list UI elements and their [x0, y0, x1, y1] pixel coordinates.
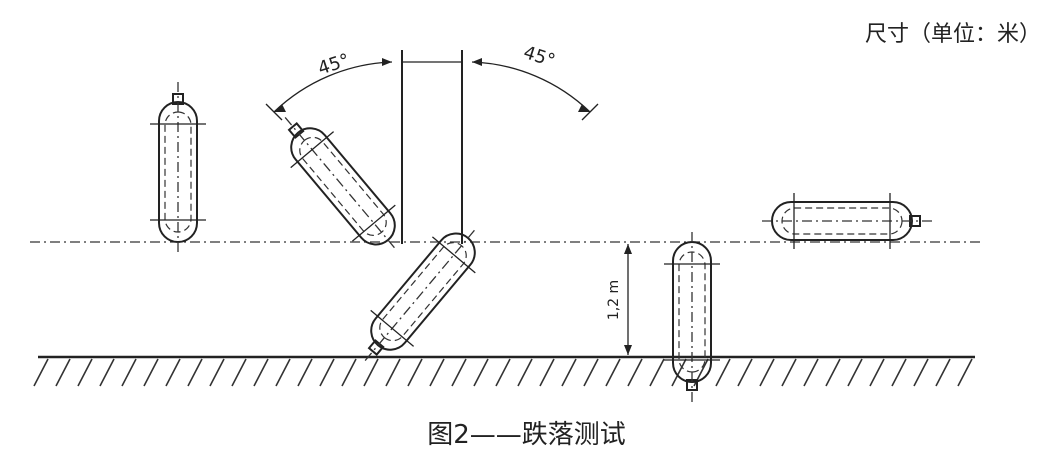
drop-height-dimension — [624, 244, 632, 355]
angle-label-right: 45° — [521, 42, 558, 72]
hatch-stroke — [913, 358, 929, 387]
hatch-stroke — [539, 358, 555, 387]
hatch-stroke — [803, 358, 819, 387]
hatch-stroke — [781, 358, 797, 387]
hatch-stroke — [165, 358, 181, 387]
hatch-stroke — [517, 358, 533, 387]
hatch-stroke — [825, 358, 841, 387]
hatch-stroke — [121, 358, 137, 387]
hatch-stroke — [33, 358, 49, 387]
hatch-stroke — [275, 358, 291, 387]
cylinder-horizontal — [759, 192, 933, 250]
hatch-stroke — [649, 358, 665, 387]
ground-hatching — [33, 358, 973, 387]
hatch-stroke — [847, 358, 863, 387]
angle-label-left: 45° — [315, 50, 352, 80]
hatch-stroke — [891, 358, 907, 387]
hatch-stroke — [869, 358, 885, 387]
hatch-stroke — [495, 358, 511, 387]
cylinder-tilted-right — [342, 209, 499, 380]
unit-note: 尺寸（单位：米） — [864, 22, 1041, 47]
cylinder-vertical-neck-down — [663, 229, 721, 403]
figure-caption: 图2——跌落测试 — [427, 420, 626, 450]
hatch-stroke — [143, 358, 159, 387]
hatch-stroke — [583, 358, 599, 387]
hatch-stroke — [55, 358, 71, 387]
hatch-stroke — [99, 358, 115, 387]
hatch-stroke — [209, 358, 225, 387]
hatch-stroke — [671, 358, 687, 387]
hatch-stroke — [297, 358, 313, 387]
cylinder-vertical-neck-up — [149, 81, 207, 255]
hatch-stroke — [77, 358, 93, 387]
hatch-stroke — [429, 358, 445, 387]
hatch-stroke — [341, 358, 357, 387]
hatch-stroke — [473, 358, 489, 387]
hatch-stroke — [187, 358, 203, 387]
hatch-stroke — [451, 358, 467, 387]
hatch-stroke — [561, 358, 577, 387]
hatch-stroke — [253, 358, 269, 387]
hatch-stroke — [957, 358, 973, 387]
angle-arc-right — [471, 58, 599, 121]
angle-arc-left — [265, 58, 393, 121]
hatch-stroke — [319, 358, 335, 387]
hatch-stroke — [737, 358, 753, 387]
hatch-stroke — [627, 358, 643, 387]
hatch-stroke — [407, 358, 423, 387]
hatch-stroke — [605, 358, 621, 387]
hatch-stroke — [935, 358, 951, 387]
hatch-stroke — [363, 358, 379, 387]
hatch-stroke — [759, 358, 775, 387]
drop-height-label: 1,2 m — [606, 280, 622, 320]
hatch-stroke — [385, 358, 401, 387]
hatch-stroke — [231, 358, 247, 387]
hatch-stroke — [715, 358, 731, 387]
